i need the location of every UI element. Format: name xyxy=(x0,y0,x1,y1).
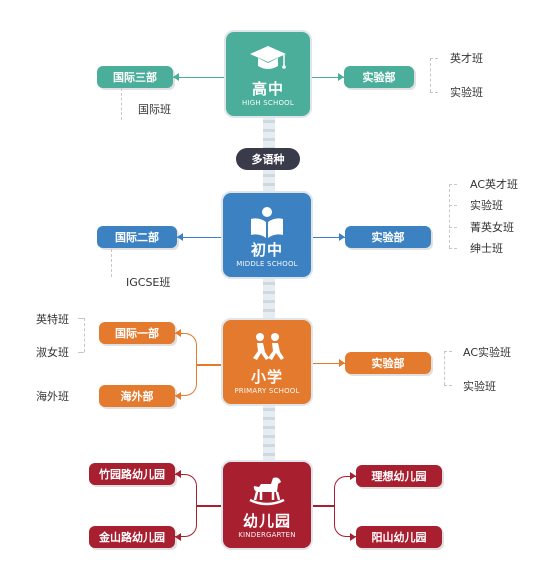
kindergarten-subtitle: KINDERGARTEN xyxy=(238,531,296,539)
primary-left-arrow-2 xyxy=(175,392,181,400)
middle-right-tick-4 xyxy=(449,248,457,249)
primary-right-program-2: 实验班 xyxy=(463,380,496,393)
primary-left-arrow-1 xyxy=(175,329,181,337)
high-school-right-unit: 实验部 xyxy=(344,66,414,88)
primary-left-bracket xyxy=(175,333,197,396)
primary-right-tick-1 xyxy=(444,351,452,352)
high-school-left-unit: 国际三部 xyxy=(97,66,173,88)
running-children-icon xyxy=(253,333,284,360)
primary-left-program-2: 淑女班 xyxy=(36,346,69,359)
high-left-arrow xyxy=(173,73,179,81)
high-left-dash xyxy=(121,88,122,120)
middle-right-bracket xyxy=(449,184,450,248)
high-right-program-1: 英才班 xyxy=(450,52,483,65)
high-right-tick-2 xyxy=(430,92,438,93)
primary-left-connector xyxy=(196,364,221,366)
rocking-horse-icon xyxy=(249,477,285,506)
kindergarten-left-arrow-2 xyxy=(175,533,181,541)
middle-left-connector xyxy=(177,237,221,238)
middle-right-program-3: 菁英女班 xyxy=(470,221,514,234)
high-right-program-2: 实验班 xyxy=(450,86,483,99)
primary-right-program-1: AC实验班 xyxy=(463,346,512,359)
middle-right-program-2: 实验班 xyxy=(470,199,503,212)
middle-right-arrow xyxy=(339,233,345,241)
middle-left-dash xyxy=(111,249,112,277)
primary-school-block: 小学 PRIMARY SCHOOL xyxy=(221,318,313,406)
primary-left-unit-2: 海外部 xyxy=(99,385,175,407)
primary-left-unit-1: 国际一部 xyxy=(99,322,175,344)
primary-left-bracket-dash xyxy=(84,318,85,352)
primary-right-connector xyxy=(313,363,345,364)
high-school-block: 高中 HIGH SCHOOL xyxy=(224,30,312,118)
kindergarten-block: 幼儿园 KINDERGARTEN xyxy=(221,460,313,550)
middle-right-connector xyxy=(313,237,345,238)
kindergarten-left-unit-1: 竹园路幼儿园 xyxy=(89,463,175,485)
middle-school-block: 初中 MIDDLE SCHOOL xyxy=(221,191,313,279)
graduation-cap-icon xyxy=(250,46,286,69)
primary-school-title: 小学 xyxy=(250,368,283,386)
primary-school-subtitle: PRIMARY SCHOOL xyxy=(234,387,300,395)
kindergarten-title: 幼儿园 xyxy=(242,512,291,530)
kindergarten-left-arrow-1 xyxy=(175,470,181,478)
middle-right-tick-2 xyxy=(449,205,457,206)
central-spine xyxy=(263,60,275,530)
kindergarten-right-bracket xyxy=(334,476,356,537)
high-right-tick-1 xyxy=(430,58,438,59)
kindergarten-right-arrow-2 xyxy=(350,533,356,541)
middle-left-program: IGCSE班 xyxy=(126,276,171,289)
primary-right-bracket xyxy=(444,351,445,385)
primary-left-program-1: 英特班 xyxy=(36,313,69,326)
middle-right-program-4: 绅士班 xyxy=(470,242,503,255)
middle-right-program-1: AC英才班 xyxy=(470,178,519,191)
middle-school-title: 初中 xyxy=(250,241,283,259)
kindergarten-right-connector xyxy=(313,505,335,507)
primary-right-arrow xyxy=(339,359,345,367)
high-left-program: 国际班 xyxy=(138,103,171,116)
primary-left-tick-1 xyxy=(78,318,84,319)
high-school-subtitle: HIGH SCHOOL xyxy=(242,99,294,107)
high-right-connector xyxy=(312,77,344,78)
high-left-connector xyxy=(173,77,224,78)
primary-right-unit: 实验部 xyxy=(345,352,431,374)
high-school-title: 高中 xyxy=(251,80,284,98)
middle-left-arrow xyxy=(177,233,183,241)
primary-left-tick-2 xyxy=(78,352,84,353)
middle-right-tick-3 xyxy=(449,227,457,228)
middle-school-subtitle: MIDDLE SCHOOL xyxy=(236,260,298,268)
primary-left-program-3: 海外班 xyxy=(36,390,69,403)
kindergarten-right-unit-1: 理想幼儿园 xyxy=(356,465,442,487)
kindergarten-left-connector xyxy=(196,505,221,507)
kindergarten-right-unit-2: 阳山幼儿园 xyxy=(356,526,442,548)
reading-student-icon xyxy=(251,207,283,238)
kindergarten-left-bracket xyxy=(175,474,197,537)
primary-right-tick-2 xyxy=(444,385,452,386)
middle-school-left-unit: 国际二部 xyxy=(97,226,177,248)
multilingual-badge: 多语种 xyxy=(236,148,300,170)
high-right-bracket xyxy=(430,58,431,92)
middle-right-tick-1 xyxy=(449,184,457,185)
middle-school-right-unit: 实验部 xyxy=(345,226,431,248)
high-right-arrow xyxy=(338,73,344,81)
kindergarten-right-arrow-1 xyxy=(350,472,356,480)
kindergarten-left-unit-2: 金山路幼儿园 xyxy=(89,526,175,548)
